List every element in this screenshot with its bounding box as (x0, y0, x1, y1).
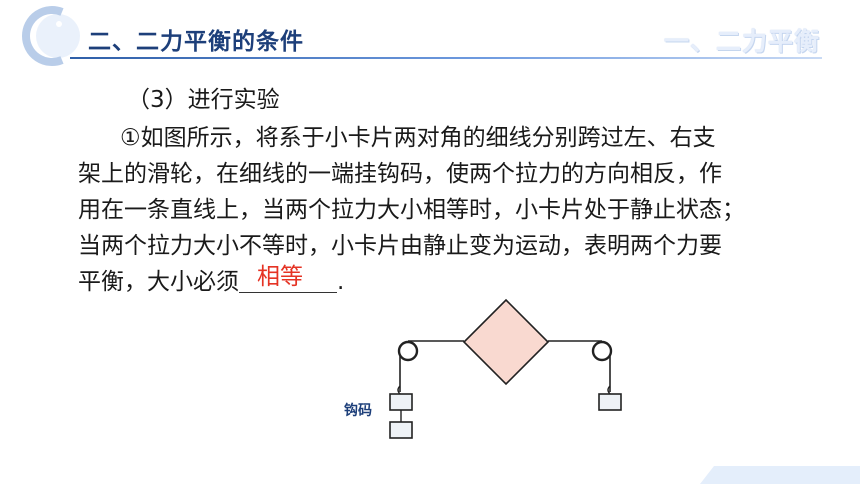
section-title: 二、二力平衡的条件 (88, 29, 304, 55)
paragraph-line: 当两个拉力大小不等时，小卡片由静止变为运动，表明两个力要 (78, 233, 722, 259)
right-pulley (591, 340, 613, 362)
paragraph-line: ①如图所示，将系于小卡片两对角的细线分别跨过左、右支 (120, 125, 716, 151)
left-weight-upper (389, 393, 413, 411)
left-weight-lower (389, 421, 413, 439)
corner-decoration (22, 6, 80, 66)
last-line-prefix: 平衡，大小必须 (78, 269, 239, 295)
paragraph-line: 用在一条直线上，当两个拉力大小相等时，小卡片处于静止状态； (78, 197, 745, 223)
answer-blank: 相等 (239, 264, 337, 295)
answer-text: 相等 (257, 264, 303, 290)
left-pulley (397, 340, 419, 362)
header-divider (70, 57, 822, 59)
experiment-diagram: 钩码 (344, 298, 622, 439)
sub-heading: （3）进行实验 (127, 87, 280, 113)
bottom-decoration (700, 466, 860, 484)
paragraph-last-line: 平衡，大小必须相等. (78, 264, 818, 300)
blank-underline (239, 292, 337, 293)
last-line-suffix: . (337, 269, 345, 295)
weight-label: 钩码 (344, 402, 372, 419)
paper-card (462, 298, 550, 386)
paragraph-line: 架上的滑轮，在细线的一端挂钩码，使两个拉力的方向相反，作 (78, 161, 722, 187)
experiment-paragraph: ①如图所示，将系于小卡片两对角的细线分别跨过左、右支 架上的滑轮，在细线的一端挂… (78, 120, 818, 300)
watermark-title: 一、二力平衡 (663, 27, 820, 56)
right-weight (598, 393, 622, 411)
